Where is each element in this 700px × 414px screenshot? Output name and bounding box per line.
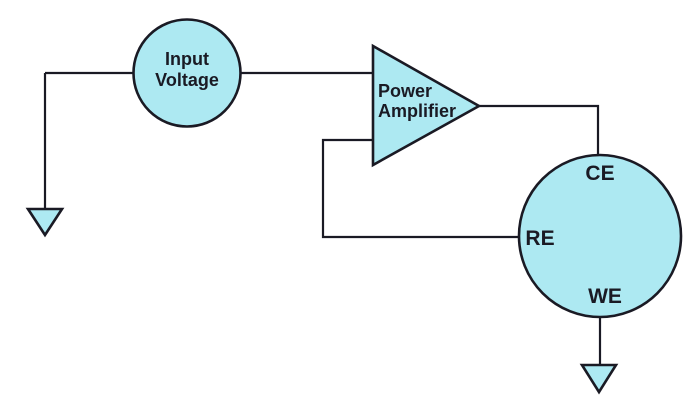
wire-amplifier-to-ce [479,104,600,156]
input-voltage-node: Input Voltage [132,18,242,128]
power-amplifier-label-line1: Power [378,81,432,101]
ground-bottom-icon [579,363,619,395]
counter-electrode-label: CE [585,162,614,185]
electrochemical-cell-node: CE RE WE [517,153,683,319]
wires [43,71,602,366]
power-amplifier-node: Power Amplifier [371,43,482,168]
wire-feedback-re-to-amplifier [321,138,520,239]
input-voltage-label-line2: Voltage [155,70,219,90]
ground-left-icon [25,207,65,238]
power-amplifier-label-line2: Amplifier [378,101,456,121]
input-voltage-circle [132,18,242,128]
working-electrode-label: WE [588,285,622,308]
reference-electrode-label: RE [525,227,554,250]
input-voltage-label-line1: Input [165,49,209,69]
power-amplifier-triangle [371,43,482,168]
cell-circle [517,153,683,319]
